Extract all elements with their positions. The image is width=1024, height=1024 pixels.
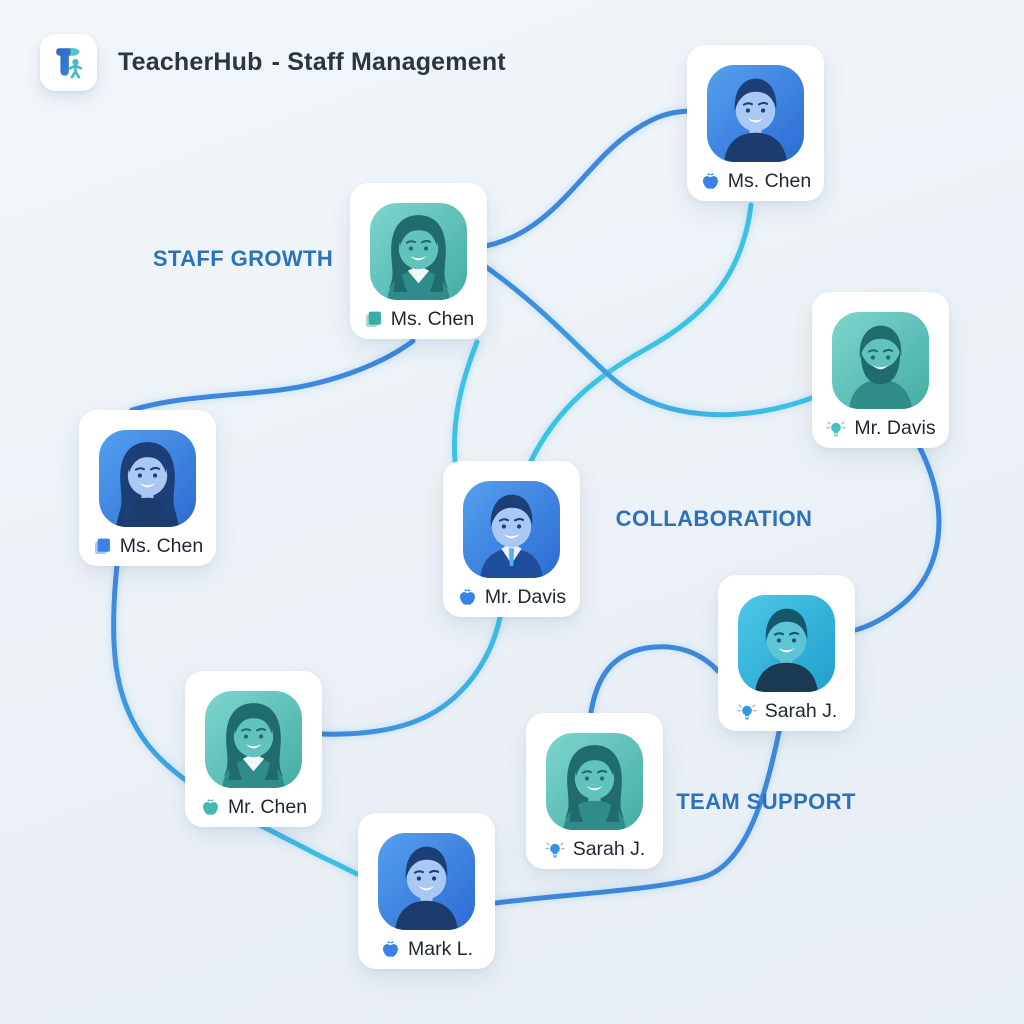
staff-card-mr-davis-right[interactable]: Mr. Davis (812, 292, 949, 448)
staff-name-row: Ms. Chen (363, 309, 474, 330)
staff-name: Mr. Davis (854, 417, 936, 440)
staff-card-mr-chen-lower[interactable]: Mr. Chen (185, 671, 322, 827)
avatar-mr-davis-center (463, 481, 560, 578)
logo-icon (50, 44, 87, 81)
page-title: TeacherHub - Staff Management (118, 48, 506, 77)
staff-name: Mr. Davis (484, 585, 567, 608)
staff-name: Ms. Chen (119, 534, 204, 557)
staff-name: Mark L. (407, 937, 473, 960)
staff-name-row: Mr. Davis (457, 587, 566, 608)
connection-b-c (483, 264, 815, 418)
avatar-ms-chen-top (707, 65, 804, 162)
staff-name-row: Ms. Chen (700, 171, 811, 192)
connection-c-f (849, 443, 942, 634)
staff-card-sarah-j-mid[interactable]: Sarah J. (526, 713, 663, 869)
staff-card-mark-l[interactable]: Mark L. (358, 813, 495, 969)
avatar-sarah-j-mid (546, 733, 643, 830)
connection-h-f (588, 644, 721, 715)
app-header: TeacherHub - Staff Management (40, 34, 506, 91)
staff-name-row: Mark L. (380, 939, 473, 960)
book-icon (363, 309, 384, 330)
staff-name: Sarah J. (764, 700, 838, 723)
avatar-mark-l (378, 833, 475, 930)
staff-name-row: Mr. Davis (825, 417, 936, 440)
connection-b-d (129, 338, 416, 413)
connection-e-g (319, 614, 503, 737)
staff-card-mr-davis-center[interactable]: Mr. Davis (443, 461, 580, 617)
section-label-collaboration: COLLABORATION (615, 506, 813, 531)
avatar-mr-chen-lower (205, 691, 302, 788)
connection-a-e (528, 202, 754, 464)
apple-icon (380, 939, 401, 960)
staff-name-row: Sarah J. (736, 700, 838, 723)
bulb-icon (544, 839, 566, 861)
section-label-team-support: TEAM SUPPORT (676, 789, 856, 814)
staff-card-ms-chen-top[interactable]: Ms. Chen (687, 45, 824, 201)
title-suffix: - Staff Management (271, 48, 506, 76)
staff-name: Ms. Chen (390, 307, 475, 330)
teacherhub-logo (40, 34, 97, 91)
bulb-icon (736, 701, 758, 723)
staff-name: Mr. Chen (227, 795, 308, 818)
apple-icon (700, 171, 721, 192)
staff-name: Ms. Chen (727, 169, 812, 192)
section-label-staff-growth: STAFF GROWTH (152, 246, 334, 271)
apple-icon (200, 797, 221, 818)
staff-card-ms-chen-upper[interactable]: Ms. Chen (350, 183, 487, 339)
apple-icon (457, 587, 478, 608)
staff-name-row: Ms. Chen (92, 536, 203, 557)
avatar-ms-chen-left (99, 430, 196, 527)
connection-b-a (483, 108, 691, 249)
staff-name-row: Sarah J. (544, 838, 646, 861)
avatar-sarah-j-right (738, 595, 835, 692)
staff-name: Sarah J. (572, 838, 646, 861)
connection-b-e (451, 339, 480, 464)
staff-card-ms-chen-left[interactable]: Ms. Chen (79, 410, 216, 566)
avatar-ms-chen-upper (370, 203, 467, 300)
bulb-icon (825, 418, 847, 440)
avatar-mr-davis-right (832, 312, 929, 409)
staff-name-row: Mr. Chen (200, 797, 307, 818)
app-name: TeacherHub (118, 48, 263, 76)
staff-card-sarah-j-right[interactable]: Sarah J. (718, 575, 855, 731)
book-icon (92, 536, 113, 557)
